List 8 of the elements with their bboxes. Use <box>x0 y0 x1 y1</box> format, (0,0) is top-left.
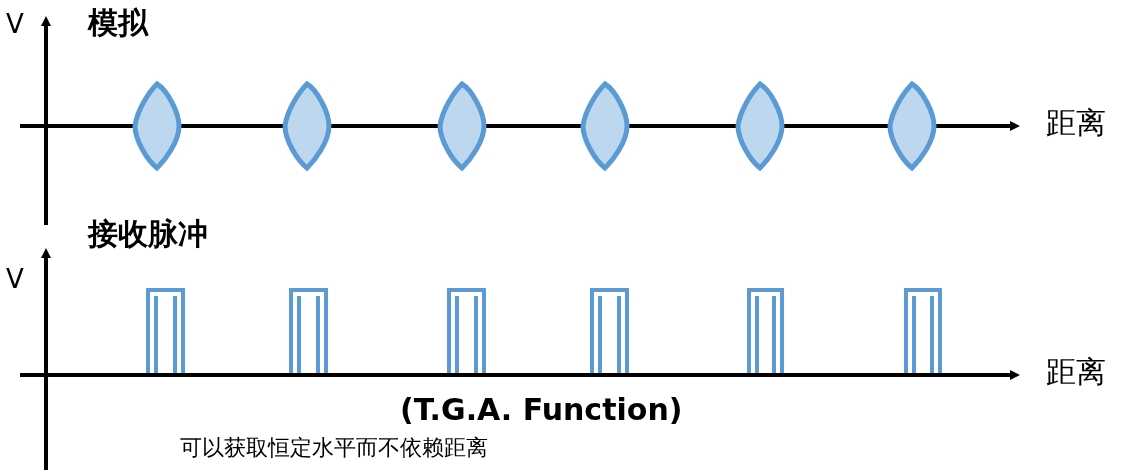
axis-label: V <box>6 10 24 39</box>
axis-label: V <box>6 265 24 294</box>
axis-label: 距离 <box>1046 106 1106 139</box>
caption-text: (T.G.A. Function) <box>400 393 683 426</box>
chart-title: 模拟 <box>88 6 148 39</box>
axis-label: 距离 <box>1046 355 1106 388</box>
note-text: 可以获取恒定水平而不依赖距离 <box>180 436 488 461</box>
chart-title: 接收脉冲 <box>88 217 208 250</box>
